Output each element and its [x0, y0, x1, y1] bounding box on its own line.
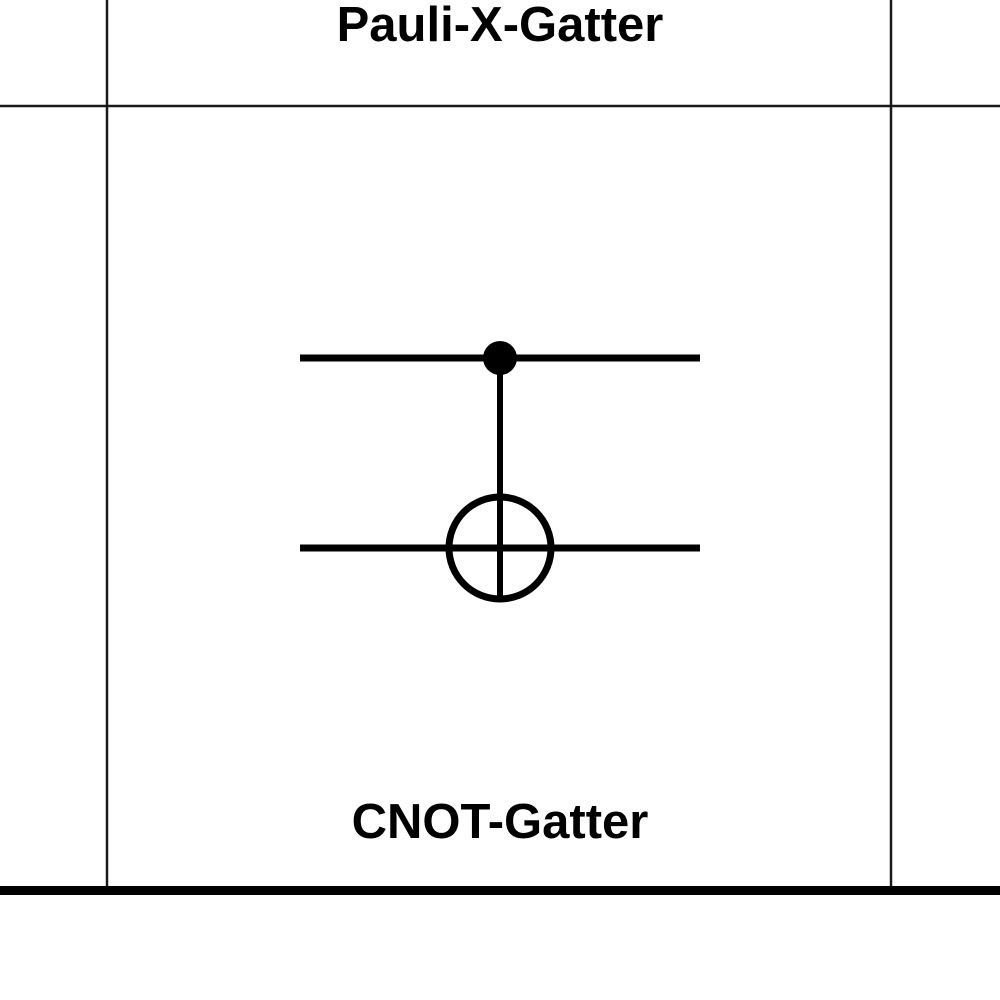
cnot-control-dot — [483, 341, 517, 375]
cnot-gate-diagram — [300, 341, 700, 603]
cell-title-cnot: CNOT-Gatter — [352, 795, 649, 849]
table-grid — [0, 0, 1000, 895]
cell-title-pauli-x: Pauli-X-Gatter — [337, 0, 664, 52]
table-bottom-rule — [0, 886, 1000, 895]
